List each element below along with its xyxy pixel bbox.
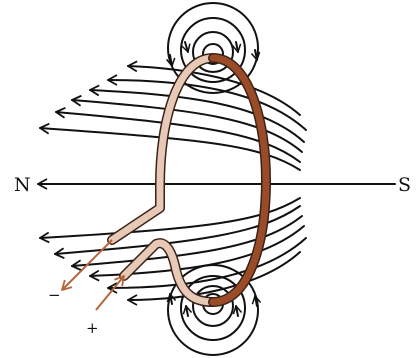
field-loop-arrow bbox=[166, 293, 177, 305]
field-line bbox=[89, 84, 305, 143]
field-loop bbox=[167, 2, 259, 94]
lead-wire-positive bbox=[95, 275, 125, 311]
field-loop-arrow bbox=[231, 41, 242, 53]
lead-wires bbox=[61, 239, 125, 311]
field-line bbox=[71, 215, 303, 272]
field-line bbox=[107, 237, 307, 294]
field-loops-top bbox=[165, 2, 261, 94]
field-loop bbox=[180, 275, 246, 341]
current-loop-coil bbox=[107, 53, 272, 307]
field-line bbox=[71, 94, 303, 153]
field-line bbox=[39, 122, 301, 171]
field-loop bbox=[202, 43, 224, 65]
field-line bbox=[39, 197, 301, 244]
field-loop-arrow bbox=[182, 305, 193, 317]
field-line bbox=[55, 107, 301, 163]
field-loop-arrow bbox=[232, 305, 243, 317]
lead-wire-negative bbox=[61, 239, 113, 291]
field-loop-arrow bbox=[181, 41, 191, 53]
field-loop-arrow bbox=[250, 49, 261, 61]
field-loop bbox=[167, 264, 259, 356]
field-loop-arrow bbox=[251, 295, 262, 307]
field-line bbox=[127, 60, 301, 116]
south-pole-label: S bbox=[398, 174, 411, 196]
negative-terminal-label: − bbox=[48, 286, 61, 304]
field-loops-bottom bbox=[166, 264, 262, 356]
field-line bbox=[54, 205, 301, 260]
field-loop-arrow bbox=[165, 54, 176, 67]
field-lines-lower bbox=[39, 197, 307, 306]
positive-terminal-label: + bbox=[86, 319, 99, 337]
field-line bbox=[107, 74, 307, 131]
field-lines-upper bbox=[39, 60, 307, 171]
field-loop bbox=[180, 17, 246, 83]
field-line bbox=[127, 251, 301, 306]
north-pole-label: N bbox=[14, 174, 31, 196]
